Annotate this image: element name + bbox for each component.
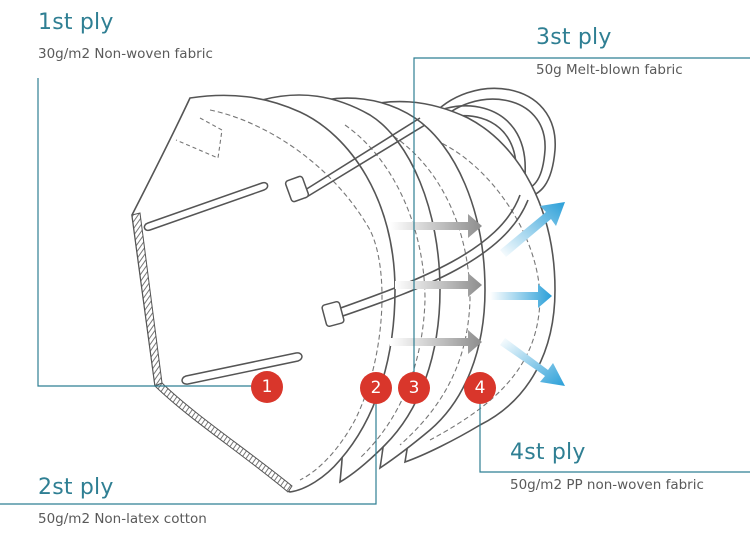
ply-3-title: 3st ply: [536, 25, 612, 50]
airflow-arrow-gray: [390, 214, 482, 238]
airflow-arrow-gray: [390, 330, 482, 354]
leader-line-ply-1: [37, 78, 258, 387]
leader-line-ply-3: [413, 57, 750, 380]
airflow-arrow-blue: [500, 338, 565, 386]
ply-1-badge: 1: [251, 371, 283, 403]
ply-4-description: 50g/m2 PP non-woven fabric: [510, 477, 704, 493]
ply-1-title: 1st ply: [38, 10, 114, 35]
ply-2-title: 2st ply: [38, 475, 114, 500]
airflow-arrows-blue: [490, 202, 565, 386]
leader-line-ply-2: [0, 396, 377, 505]
leader-lines: [0, 57, 750, 505]
ply-4-badge: 4: [464, 372, 496, 404]
airflow-arrows-gray: [390, 214, 482, 354]
ply-2-description: 50g/m2 Non-latex cotton: [38, 511, 207, 527]
airflow-arrow-blue: [490, 284, 552, 308]
ply-4-title: 4st ply: [510, 440, 586, 465]
airflow-arrow-blue: [500, 202, 565, 257]
airflow-arrow-gray: [395, 273, 482, 297]
leader-line-ply-4: [479, 402, 750, 473]
ply-2-badge: 2: [360, 372, 392, 404]
ply-1-layer: [131, 94, 529, 493]
ply-3-badge: 3: [398, 372, 430, 404]
ply-3-description: 50g Melt-blown fabric: [536, 62, 683, 78]
ply-1-description: 30g/m2 Non-woven fabric: [38, 46, 213, 62]
